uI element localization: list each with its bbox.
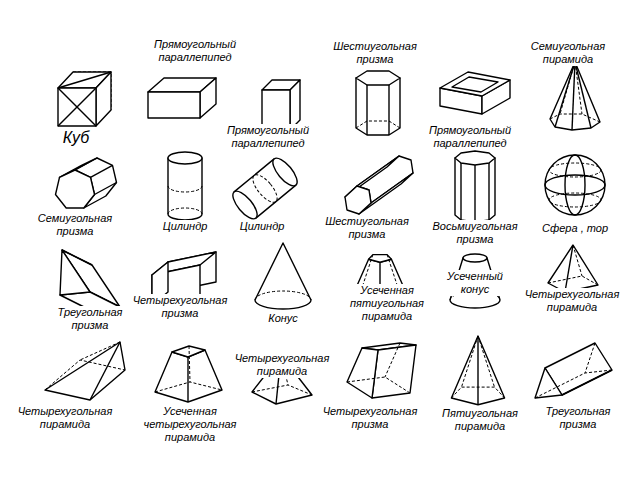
shape-label: Куб [62, 128, 91, 147]
box-figure [262, 80, 300, 130]
shape-label: Четырехугольная пирамида [521, 288, 623, 314]
sphere-figure [545, 155, 605, 215]
shape-label: Усеченная пятиугольная пирамида [341, 284, 433, 324]
heptagonal-prism-figure [56, 158, 117, 208]
pentagonal-pyramid-figure [451, 336, 504, 405]
shape-label: Треугольная призма [49, 306, 131, 332]
shape-label: Пятиугольная пирамида [434, 407, 526, 433]
shape-label: Шестиугольная призма [329, 40, 421, 66]
triangular-prism-figure [60, 250, 120, 310]
shape-label: Восьмиугольная призма [429, 220, 521, 246]
shape-label: Семиугольная призма [29, 212, 121, 238]
shape-label: Усеченный конус [434, 270, 516, 296]
shape-label: Четырехугольная призма [129, 294, 231, 320]
shape-label: Прямоугольный параллепипед [149, 38, 241, 64]
shape-label: Сфера , тор [541, 222, 609, 235]
heptagonal-pyramid-figure [550, 62, 600, 130]
cylinder-figure [168, 152, 202, 220]
hex-prism-figure [356, 71, 400, 135]
shape-label: Прямоугольный параллепипед [424, 124, 516, 150]
octagonal-prism-figure [455, 151, 495, 222]
quad-pyramid-figure [45, 342, 125, 400]
cylinder-figure [229, 154, 301, 222]
shape-label: Цилиндр [162, 220, 209, 233]
shape-label: Треугольная призма [532, 405, 624, 431]
shape-label: Семиугольная пирамида [517, 40, 619, 66]
triangular-prism-figure [535, 343, 612, 398]
box-figure [440, 72, 510, 114]
hex-prism-figure [345, 156, 413, 214]
shape-label: Конус [267, 312, 299, 325]
cube-figure [58, 72, 111, 126]
shape-label: Четырехугольная призма [319, 405, 421, 431]
quad-pyramid-figure [548, 245, 598, 292]
quad-prism-figure [347, 343, 416, 398]
cone-figure [255, 243, 311, 309]
shape-label: Четырехугольная пирамида [231, 352, 333, 378]
shape-label: Прямоугольный параллепипед [222, 124, 314, 150]
shape-label: Шестиугольная призма [321, 215, 413, 241]
shape-label: Четырехугольная пирамида [14, 405, 116, 431]
box-figure [148, 78, 216, 118]
truncated-pyramid-figure [155, 346, 222, 402]
shape-label: Усеченная четырехугольная пирамида [139, 405, 241, 445]
shape-label: Цилиндр [239, 220, 286, 233]
